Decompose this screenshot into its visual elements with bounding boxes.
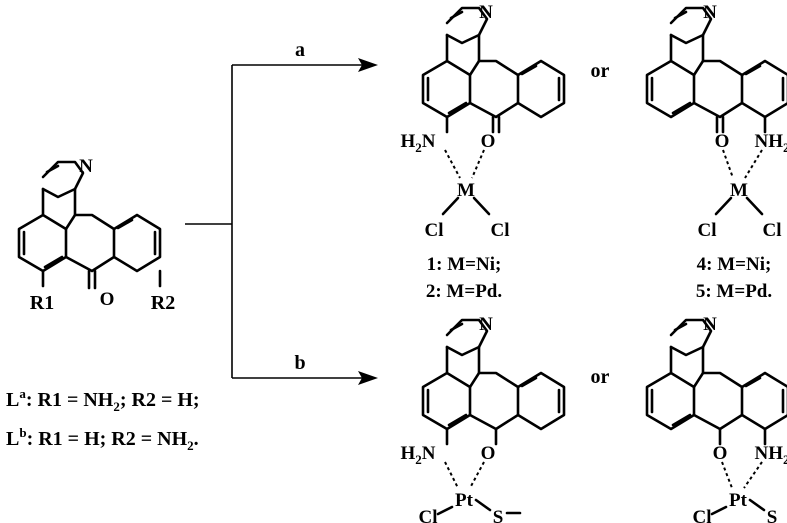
label-r2: R2 [151, 292, 175, 314]
complex-1-n: N [479, 2, 493, 23]
complex-6-cl: Cl [693, 507, 712, 523]
complex-4-nh2: NH2 [754, 131, 787, 155]
complex-6: N O NH2 Pt Cl S [645, 314, 787, 523]
complex-6-o: O [713, 443, 728, 464]
complex-6-nh2: NH2 [754, 443, 787, 467]
arrow-a-head [358, 58, 378, 72]
complex-1-cl-left: Cl [425, 220, 444, 241]
compound-label-1: 1: M=Ni; [427, 254, 502, 275]
complex-3-o: O [481, 443, 496, 464]
label-r1: R1 [30, 292, 54, 314]
ligand-o: O [100, 289, 115, 310]
ligand-definitions: La: R1 = NH2; R2 = H; Lb: R1 = H; R2 = N… [6, 386, 200, 453]
complex-4-m: M [730, 180, 748, 201]
complex-6-n: N [703, 314, 717, 335]
complex-3-s: S [493, 507, 504, 523]
complex-1-o: O [481, 131, 496, 152]
compound-label-4: 4: M=Ni; [697, 254, 772, 275]
complex-1-cl-right: Cl [491, 220, 510, 241]
arrow-b-label: b [294, 352, 305, 374]
complex-1-nh2-h: H2N [400, 131, 435, 155]
or-text-bottom: or [591, 366, 610, 388]
complex-4-5: N O NH2 M Cl Cl 4: M=Ni; 5: M=Pd. [645, 2, 787, 302]
ligand-definition-a: La: R1 = NH2; R2 = H; [6, 386, 200, 414]
complex-3-cl: Cl [419, 507, 438, 523]
complex-4-o: O [715, 131, 730, 152]
complex-3-n: N [479, 314, 493, 335]
ligand-definition-b: Lb: R1 = H; R2 = NH2. [6, 425, 199, 453]
compound-label-5: 5: M=Pd. [696, 281, 772, 302]
reaction-arrows: a b [185, 39, 378, 385]
complex-3-nh2-h: H2N [400, 443, 435, 467]
complex-4-cl-left: Cl [698, 220, 717, 241]
compound-label-2: 2: M=Pd. [426, 281, 502, 302]
or-text-top: or [591, 60, 610, 82]
complex-3: N H2N O Pt Cl S 3 [400, 314, 566, 523]
arrow-b-head [358, 371, 378, 385]
complex-1-m: M [457, 180, 475, 201]
complex-6-pt: Pt [729, 490, 748, 511]
complex-4-n: N [703, 2, 717, 23]
arrow-a-label: a [295, 39, 305, 61]
complex-3-pt: Pt [455, 490, 474, 511]
ligand-n: N [79, 156, 93, 177]
complex-6-s: S [767, 507, 778, 523]
ligand-structure [17, 160, 162, 290]
complex-1-2: N H2N O M Cl Cl 1: M=Ni; 2: M=Pd. [400, 2, 566, 302]
complex-4-cl-right: Cl [763, 220, 782, 241]
